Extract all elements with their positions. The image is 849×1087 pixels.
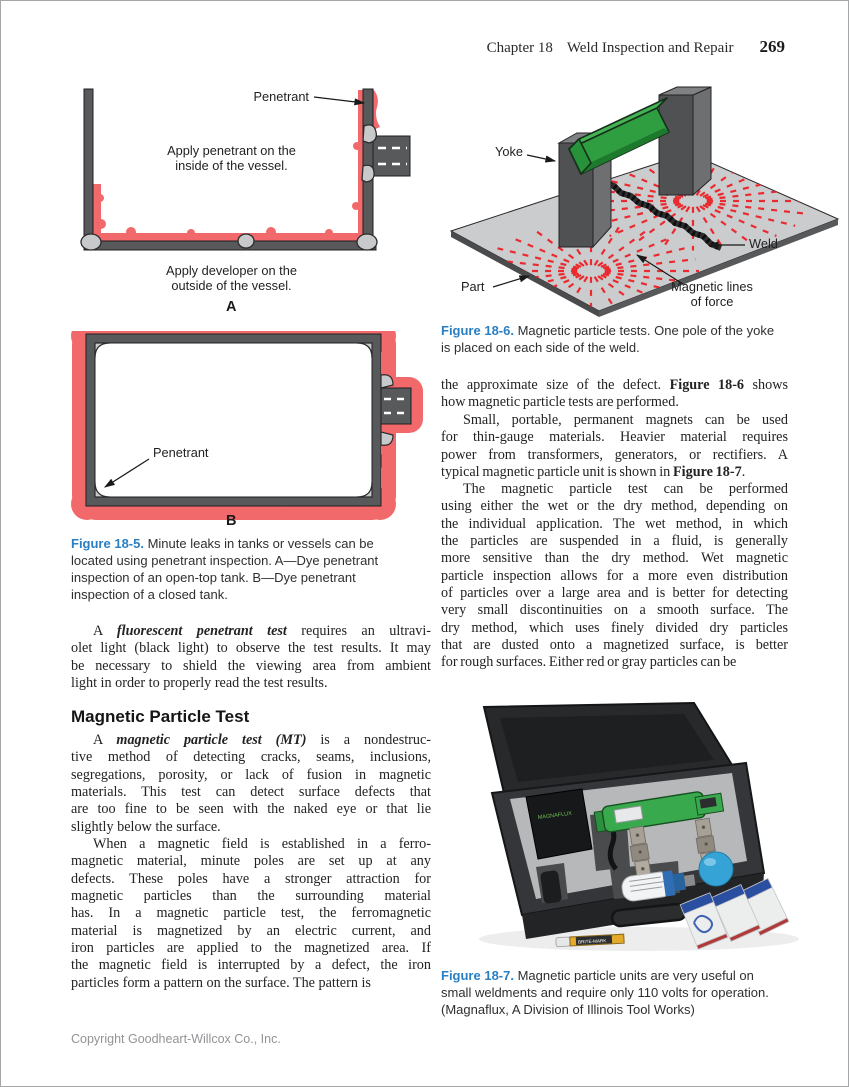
magnetic-particle-kit-photo: MAGNAFLUX	[479, 701, 799, 951]
subfigure-b-letter: B	[226, 513, 237, 529]
closed-tank-drawing	[71, 331, 423, 520]
magnetic-lines-label: Magnetic lines of force	[671, 279, 753, 309]
figure-18-5-a-diagram: Penetrant Apply penetrant on the inside …	[71, 86, 431, 331]
weld-seam	[602, 179, 723, 251]
case-front	[522, 873, 764, 939]
flashlight	[540, 870, 562, 904]
left-column-paragraph-1: A fluorescent penetrant test requires an…	[71, 623, 431, 692]
yoke-green-housing	[568, 97, 670, 175]
right-column-paragraph-3: The magnetic particle test can be perfor…	[441, 481, 788, 671]
figure6-arrows	[492, 154, 745, 288]
part-label: Part	[461, 279, 485, 294]
open-top-tank-drawing	[80, 88, 411, 251]
figure-18-5-caption: Figure 18-5. Minute leaks in tanks or ve…	[71, 536, 379, 602]
chapter-title: Weld Inspection and Repair	[566, 40, 734, 56]
rubber-bulb	[698, 851, 734, 887]
weld-fillets-b	[94, 342, 394, 498]
plate-edge-left	[451, 231, 599, 317]
pipe-stub-b	[380, 387, 412, 425]
tank-walls-b	[85, 333, 382, 507]
chapter-label: Chapter 18	[486, 40, 553, 56]
figure-18-7-photo: MAGNAFLUX	[464, 701, 839, 959]
marker-pen: BRITE-MARK	[555, 933, 625, 948]
penetrant-arrow-a	[313, 96, 366, 106]
pouch-brand-text: MAGNAFLUX	[538, 811, 573, 821]
towelette-packets	[679, 877, 790, 950]
left-column-paragraph-3: When a magnetic field is established in …	[71, 836, 431, 991]
figure-18-6-caption: Figure 18-6. Magnetic particle tests. On…	[441, 323, 775, 355]
spray-bottle	[621, 870, 696, 902]
magnaflux-pouch: MAGNAFLUX	[525, 788, 593, 860]
penetrant-arrow-b	[103, 458, 150, 488]
figure-18-5-b-diagram: Penetrant B	[71, 331, 431, 531]
marker-brand-text: BRITE-MARK	[578, 938, 607, 945]
right-column-paragraph-1: the approximate size of the defect. Figu…	[441, 377, 788, 411]
heading-magnetic-particle-test: Magnetic Particle Test	[71, 707, 250, 726]
case-lid	[482, 701, 734, 795]
yoke-label: Yoke	[495, 144, 523, 159]
weld-label: Weld	[749, 236, 778, 251]
running-head: Chapter 18 Weld Inspection and Repair 26…	[487, 37, 785, 57]
figure-18-7-caption: Figure 18-7. Magnetic particle units are…	[441, 968, 769, 1017]
page-number: 269	[759, 37, 786, 56]
apply-penetrant-label: Apply penetrant on the inside of the ves…	[167, 143, 296, 173]
right-column-paragraph-2: Small, portable, permanent magnets can b…	[441, 412, 788, 481]
penetrant-label-a: Penetrant	[253, 89, 310, 104]
footer-copyright: Copyright Goodheart-Willcox Co., Inc.	[71, 1032, 281, 1046]
penetrant-label-b: Penetrant	[153, 445, 209, 460]
yoke-drawing	[449, 86, 840, 317]
weld-nuggets	[80, 124, 378, 251]
left-column-paragraph-2: A magnetic particle test (MT) is a nonde…	[71, 732, 431, 835]
yoke-gun	[593, 791, 725, 833]
pipe-stub	[372, 135, 411, 177]
subfigure-a-letter: A	[226, 299, 237, 315]
yoke-right-leg	[658, 86, 712, 197]
apply-developer-label: Apply developer on the outside of the ve…	[166, 263, 297, 293]
figure-18-6-diagram: Yoke Weld Part Magnetic lines of force	[441, 79, 846, 319]
plate-edge-right	[599, 219, 838, 317]
